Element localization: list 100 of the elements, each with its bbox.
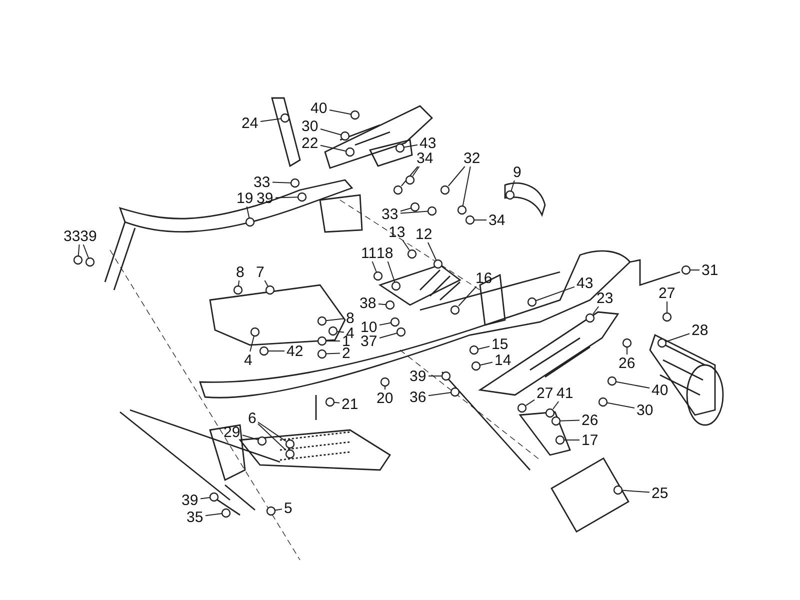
- part-marker: [391, 281, 401, 291]
- leader-line: [478, 346, 490, 350]
- leader-line: [387, 261, 396, 282]
- part-marker: [317, 349, 327, 359]
- leader-line: [666, 301, 668, 314]
- leader-line: [82, 244, 89, 258]
- leader-line: [260, 118, 282, 122]
- leader-line: [462, 166, 471, 206]
- callout-number: 27: [536, 386, 554, 400]
- callout-number: 22: [302, 136, 318, 150]
- part-marker: [233, 285, 243, 295]
- callout-number: 31: [702, 262, 718, 278]
- callout-number: 32: [464, 150, 480, 166]
- part-marker: [257, 436, 267, 446]
- leader-line: [526, 399, 535, 406]
- leader-line: [246, 206, 250, 218]
- part-marker: [551, 416, 561, 426]
- part-marker: [85, 257, 95, 267]
- callout-number: 40: [310, 100, 328, 116]
- part-marker: [545, 408, 555, 418]
- callout-number: 8: [346, 310, 354, 326]
- part-marker: [380, 377, 390, 387]
- leader-line: [264, 280, 268, 286]
- callout-number: 19: [236, 190, 254, 206]
- leader-line: [616, 381, 650, 388]
- leader-line: [626, 346, 628, 355]
- callout-number: 37: [360, 334, 378, 348]
- callout-number: 33: [382, 206, 398, 222]
- part-marker: [607, 376, 617, 386]
- callout-number: 14: [494, 352, 512, 368]
- part-marker: [317, 336, 327, 346]
- leader-line: [412, 166, 420, 176]
- leader-line: [274, 508, 282, 511]
- leader-line: [78, 244, 80, 256]
- part-marker: [259, 346, 269, 356]
- part-marker: [405, 175, 415, 185]
- part-marker: [433, 259, 443, 269]
- callout-number: 6: [248, 410, 256, 426]
- leader-line: [326, 318, 344, 322]
- leader-line: [400, 166, 418, 186]
- leader-line: [400, 210, 428, 214]
- part-marker: [441, 371, 451, 381]
- part-marker: [457, 205, 467, 215]
- leader-line: [320, 144, 346, 152]
- part-marker: [317, 316, 327, 326]
- part-marker: [340, 131, 350, 141]
- leader-line: [622, 490, 650, 493]
- callout-number: 20: [376, 390, 394, 406]
- callout-number: 29: [224, 424, 240, 440]
- part-marker: [585, 313, 595, 323]
- part-marker: [407, 249, 417, 259]
- leader-line: [400, 208, 412, 212]
- leader-line: [379, 332, 398, 338]
- leader-line: [536, 286, 575, 302]
- part-marker: [266, 506, 276, 516]
- callout-number: 11: [361, 246, 377, 260]
- callout-number: 18: [376, 246, 394, 260]
- part-marker: [350, 110, 360, 120]
- callout-number: 36: [410, 390, 426, 404]
- callout-number: 39: [410, 368, 426, 384]
- callout-number: 16: [476, 270, 492, 286]
- part-marker: [505, 190, 515, 200]
- leader-line: [372, 261, 377, 272]
- callout-number: 27: [658, 286, 676, 300]
- leader-line: [334, 402, 340, 404]
- callout-number: 30: [636, 402, 654, 418]
- callout-number: 17: [582, 432, 598, 448]
- leader-line: [326, 340, 340, 342]
- leader-line: [428, 392, 452, 396]
- part-marker: [450, 387, 460, 397]
- leader-line: [205, 513, 222, 516]
- part-marker: [555, 435, 565, 445]
- callout-number: 34: [416, 150, 434, 166]
- callout-number: 41: [556, 386, 574, 400]
- leader-line: [510, 180, 515, 192]
- callout-number: 26: [618, 356, 636, 370]
- callout-number: 24: [242, 116, 258, 130]
- part-marker: [73, 255, 83, 265]
- callout-number: 21: [342, 396, 358, 412]
- leader-line: [250, 336, 254, 352]
- part-marker: [395, 143, 405, 153]
- part-marker: [450, 305, 460, 315]
- callout-number: 2: [342, 346, 350, 360]
- part-marker: [410, 202, 420, 212]
- part-marker: [471, 361, 481, 371]
- callout-number: 38: [360, 296, 376, 310]
- part-marker: [250, 327, 260, 337]
- part-marker: [662, 312, 672, 322]
- callout-number: 12: [416, 226, 432, 242]
- part-marker: [613, 485, 623, 495]
- callout-number: 9: [513, 164, 522, 180]
- part-marker: [681, 265, 691, 275]
- leader-line: [592, 306, 600, 314]
- leader-line: [448, 166, 466, 186]
- callout-number: 43: [420, 136, 436, 150]
- callout-number: 25: [652, 486, 668, 500]
- part-marker: [285, 439, 295, 449]
- callout-number: 39: [256, 190, 274, 206]
- leader-line: [379, 322, 392, 326]
- leader-line: [242, 434, 258, 440]
